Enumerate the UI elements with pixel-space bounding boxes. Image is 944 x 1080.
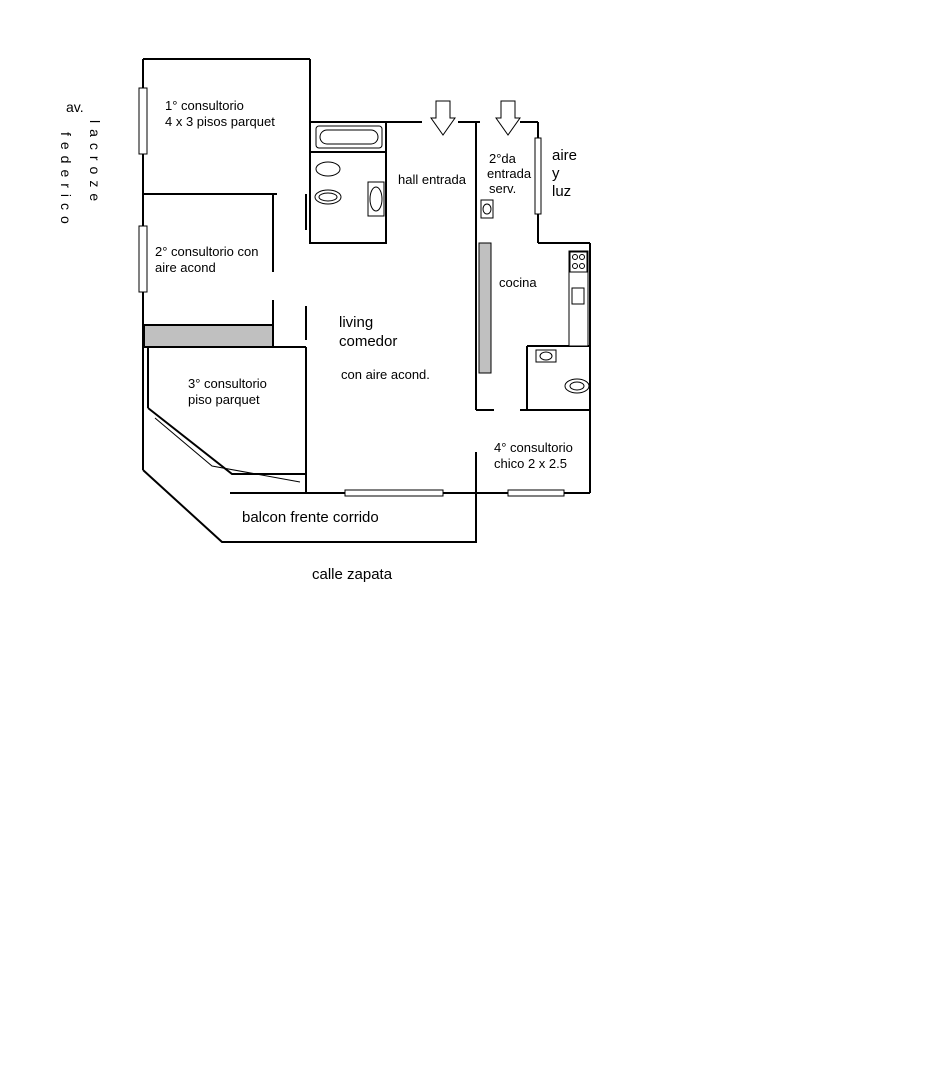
labels: av. federico lacroze 1° consultorio 4 x … <box>58 98 577 583</box>
hall-label: hall entrada <box>398 172 467 187</box>
windows <box>138 87 565 497</box>
air-line1: aire <box>552 147 577 164</box>
entrance-arrow-icon <box>430 100 456 136</box>
room4-detail: chico 2 x 2.5 <box>494 456 567 471</box>
room3-detail: piso parquet <box>188 392 260 407</box>
service-line3: serv. <box>489 181 516 196</box>
room3-title: 3° consultorio <box>188 376 267 391</box>
bathtub-icon <box>315 125 383 149</box>
window-living <box>344 489 444 497</box>
living-line2: comedor <box>339 333 397 350</box>
air-line2: y <box>552 165 560 182</box>
living-line1: living <box>339 314 373 331</box>
air-line3: luz <box>552 183 571 200</box>
street-bottom-label: calle zapata <box>312 566 393 583</box>
room1-title: 1° consultorio <box>165 98 244 113</box>
kitchen-counter <box>478 242 492 374</box>
window-room1 <box>138 87 148 155</box>
service-line2: entrada <box>487 166 532 181</box>
room4-title: 4° consultorio <box>494 440 573 455</box>
sink-icon <box>480 199 590 394</box>
room2-title: 2° consultorio con <box>155 244 258 259</box>
window-air <box>534 137 542 215</box>
stove-icon <box>569 251 588 305</box>
walls <box>142 58 591 543</box>
toilet-icon <box>314 161 385 217</box>
closet-block <box>143 324 274 348</box>
room1-detail: 4 x 3 pisos parquet <box>165 114 275 129</box>
window-room2 <box>138 225 148 293</box>
living-line3: con aire acond. <box>341 367 430 382</box>
kitchen-label: cocina <box>499 275 537 290</box>
balcony-label: balcon frente corrido <box>242 509 379 526</box>
room2-detail: aire acond <box>155 260 216 275</box>
street-left-federico: federico <box>58 132 74 230</box>
street-left-lacroze: lacroze <box>87 120 103 207</box>
service-line1: 2°da <box>489 151 517 166</box>
window-room4 <box>507 489 565 497</box>
service-entrance-arrow-icon <box>495 100 521 136</box>
street-left-av: av. <box>66 99 84 115</box>
